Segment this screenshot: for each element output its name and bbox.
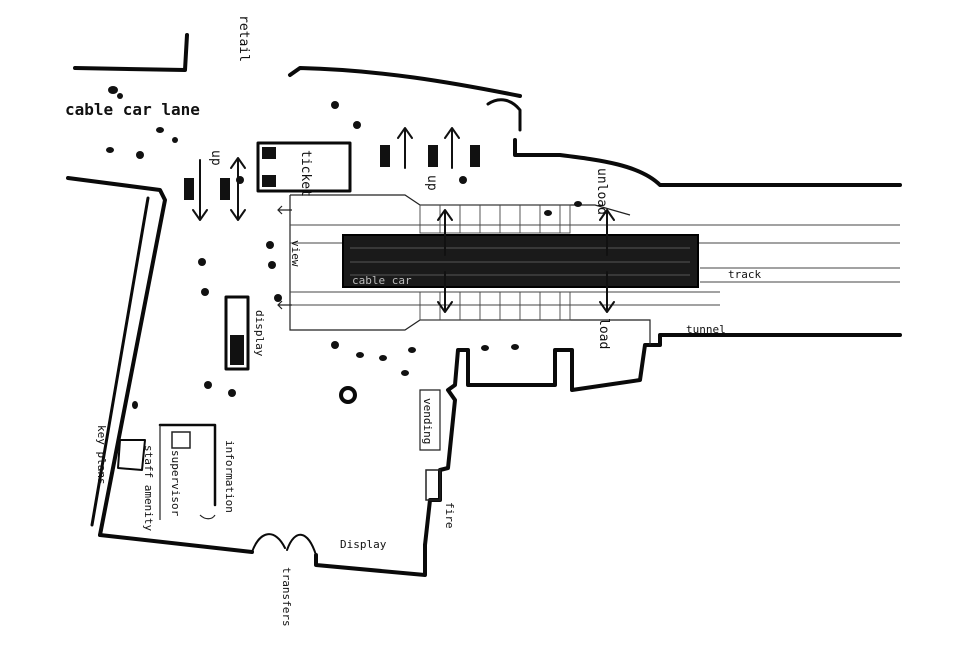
gates [184,145,480,200]
entrance-doors [251,533,317,556]
arrow-board-up [437,209,453,256]
platform [289,194,900,345]
people [106,86,582,409]
wall-bottom-right [314,543,427,577]
walls [66,33,902,577]
door-top [486,98,522,132]
column [339,386,357,404]
view-arrows [277,205,292,310]
offices [117,423,217,520]
platform-outline [289,195,651,345]
wall-top-left [73,33,189,72]
supervisor-room [158,423,217,507]
arrow-up-1 [397,127,413,169]
label-information: information [223,440,236,513]
arrow-unload [599,209,615,256]
label-display-bottom: Display [340,538,387,551]
ticket-booth [256,141,352,193]
label-cable-car: cable car [352,274,412,287]
labels: retail cable car lane ticket up up view … [65,15,761,627]
label-up-left: up [208,150,223,166]
flow-arrows [192,127,615,313]
label-load: load [596,318,611,349]
arrow-up-2 [444,127,460,169]
label-fire: fire [443,502,456,529]
label-view: view [289,240,302,267]
label-ticket: ticket [298,150,313,197]
arrow-load [599,271,615,313]
cable-car [342,234,699,288]
label-staff-amenity: staff amenity [142,445,155,531]
display-kiosk [224,295,250,371]
label-key-vertical: key plans [95,425,108,485]
label-track: track [728,268,761,281]
arrow-board-down [437,271,453,313]
label-up-mid: up [424,175,439,191]
wall-left-inner [90,196,150,527]
label-unload: unload [594,168,609,215]
label-supervisor: supervisor [169,450,182,517]
wall-top-right [288,66,522,98]
wall-upper-right [513,138,902,187]
label-cable-car-lane: cable car lane [65,100,200,119]
label-retail: retail [236,15,251,62]
vending-area [419,389,441,501]
wall-lower-right [423,333,902,547]
wall-left-diagonal [66,176,167,537]
arrow-down-left [192,159,208,221]
label-vending: vending [421,398,434,444]
stairs-upper [419,204,571,234]
stairs-lower [419,291,571,321]
arrow-bidir [230,157,246,221]
label-tunnel: tunnel [686,323,726,336]
staff-amenity-block [117,439,146,471]
label-transfers: transfers [280,567,293,627]
wall-bottom-left [98,533,254,554]
label-display-kiosk: display [253,310,266,357]
